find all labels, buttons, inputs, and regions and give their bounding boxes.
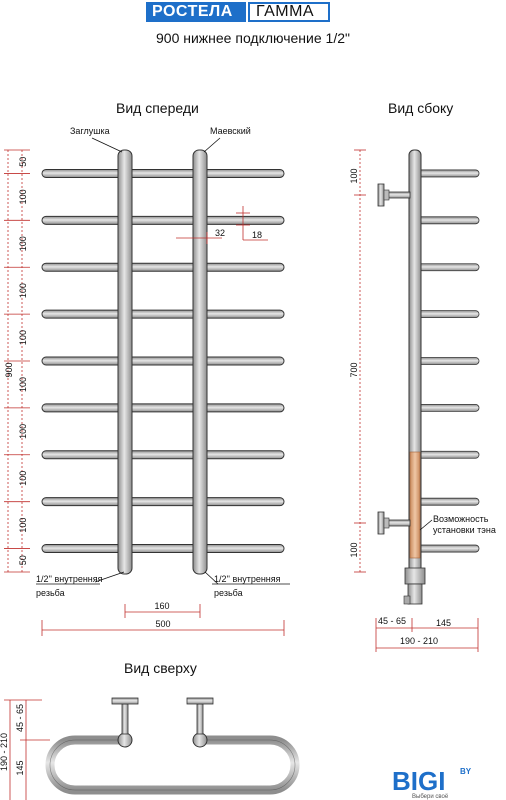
label-cap: Заглушка <box>70 126 110 136</box>
side-bar <box>414 216 480 225</box>
top-dim-total: 190 - 210 <box>0 733 9 771</box>
dim-bar-spacing: 100 <box>18 424 28 439</box>
towel-bar <box>41 168 285 178</box>
dim-bar-diameter: 18 <box>252 230 262 240</box>
page-subtitle: 900 нижнее подключение 1/2" <box>156 30 350 46</box>
logo-suffix: BY <box>460 767 472 776</box>
dim-bar-spacing: 100 <box>18 471 28 486</box>
side-bar <box>414 169 480 178</box>
top-dim-wall: 45 - 65 <box>15 704 25 732</box>
towel-bar <box>41 215 285 225</box>
dim-center-distance: 160 <box>154 601 169 611</box>
side-view-title: Вид сбоку <box>388 100 454 116</box>
towel-bar <box>41 309 285 319</box>
side-bar <box>414 357 480 365</box>
logo-tagline: Выбери своё <box>412 794 449 800</box>
side-bar <box>414 403 480 412</box>
dim-bar-spacing: 50 <box>18 157 28 167</box>
side-dim-bottom: 100 <box>349 542 359 557</box>
dim-bar-spacing: 100 <box>18 189 28 204</box>
side-bar <box>414 544 480 553</box>
side-bar <box>414 497 480 506</box>
dim-bar-spacing: 50 <box>18 555 28 565</box>
dim-bar-spacing: 100 <box>18 518 28 533</box>
side-bar <box>414 263 480 272</box>
left-pipe <box>117 149 133 575</box>
brand-label: РОСТЕЛА <box>146 2 246 22</box>
dim-total-height: 900 <box>4 362 14 377</box>
side-bar <box>414 310 480 319</box>
top-view-title: Вид сверху <box>124 660 197 676</box>
label-valve: Маевский <box>210 126 251 136</box>
dim-bar-spacing: 100 <box>18 377 28 392</box>
top-view-loop <box>45 735 300 795</box>
towel-bar <box>41 544 285 554</box>
towel-bar <box>41 403 285 413</box>
dim-bar-spacing: 100 <box>18 330 28 345</box>
front-bars <box>41 168 285 554</box>
thread-right-line2: резьба <box>214 588 243 598</box>
thread-right-line1: 1/2'' внутренняя <box>214 574 281 584</box>
thread-left-line1: 1/2'' внутренняя <box>36 574 103 584</box>
front-view-title: Вид спереди <box>116 100 199 116</box>
side-dim-depth: 145 <box>436 618 451 628</box>
side-dim-total: 190 - 210 <box>400 636 438 646</box>
dim-bar-spacing: 100 <box>18 236 28 251</box>
side-dim-wall: 45 - 65 <box>378 616 406 626</box>
towel-bar <box>41 497 285 507</box>
right-pipe <box>192 149 208 575</box>
side-dim-top: 100 <box>349 168 359 183</box>
logo-text: BIGI <box>392 766 445 796</box>
model-label: ГАММА <box>248 2 330 22</box>
top-dim-depth: 145 <box>15 760 25 775</box>
towel-bar <box>41 262 285 272</box>
heater-element <box>409 451 421 559</box>
dim-total-width: 500 <box>155 619 170 629</box>
towel-bar <box>41 450 285 460</box>
bigi-logo: BIGI BY Выбери своё <box>392 766 472 800</box>
side-bar <box>414 450 480 459</box>
heater-label-line1: Возможность <box>433 514 489 524</box>
heater-label-line2: установки тэна <box>433 525 496 535</box>
side-dim-mid: 700 <box>349 362 359 377</box>
dim-pipe-gap: 32 <box>215 228 225 238</box>
dim-bar-spacing: 100 <box>18 283 28 298</box>
thread-left-line2: резьба <box>36 588 65 598</box>
towel-bar <box>41 356 285 366</box>
